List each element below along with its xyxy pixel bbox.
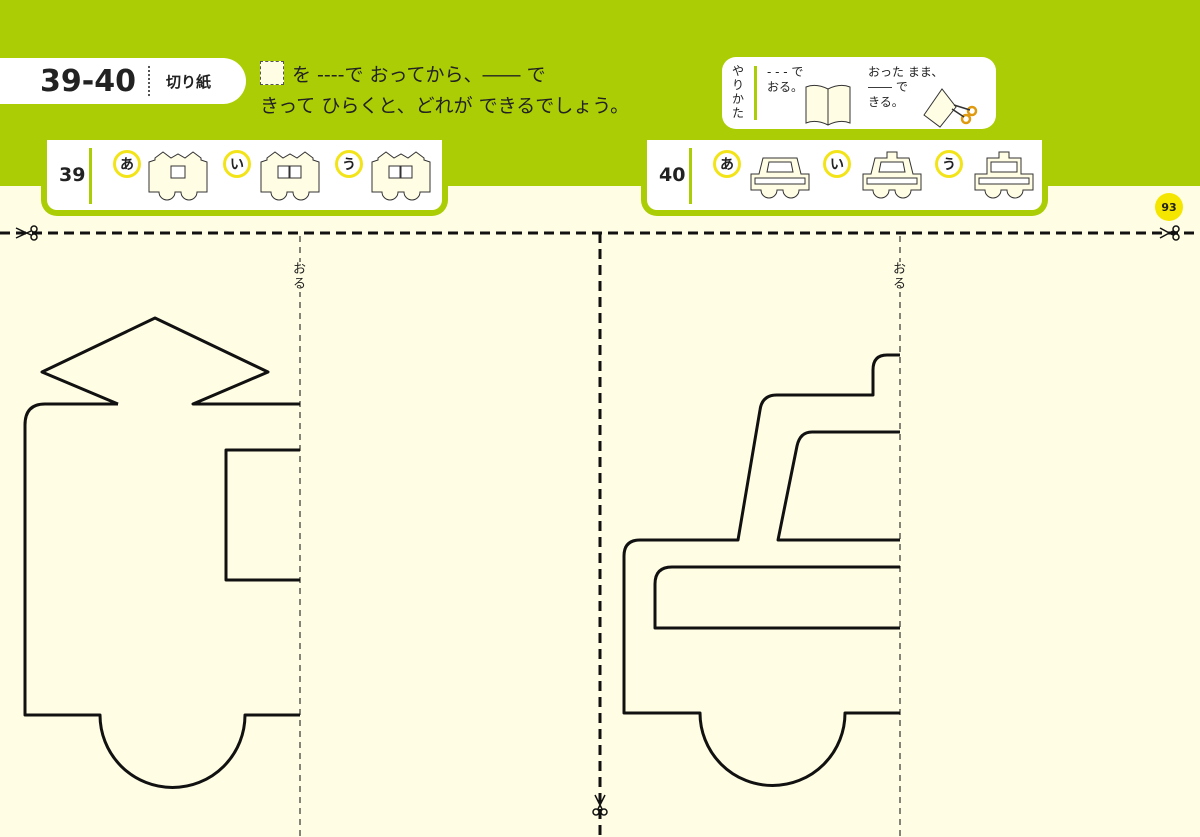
question-number: 40: [659, 164, 686, 186]
page-number: 93: [1155, 193, 1183, 221]
option-u[interactable]: う: [935, 150, 963, 178]
folded-paper-icon: [805, 84, 851, 126]
divider: [689, 148, 692, 204]
car-option-i-icon: [862, 151, 922, 199]
question-40-options: 40 あ い う: [641, 140, 1048, 216]
divider: [89, 148, 92, 204]
car-option-a-icon: [750, 157, 810, 199]
step2-text-2: ―― で: [868, 80, 908, 94]
folded-square-icon: [260, 61, 284, 85]
step1-text: - - - で: [767, 65, 804, 79]
option-a[interactable]: あ: [713, 150, 741, 178]
step2-text-3: きる。: [868, 95, 904, 109]
category-label: 切り紙: [166, 72, 212, 91]
option-a[interactable]: あ: [113, 150, 141, 178]
how-to-label: やりかた: [732, 64, 745, 120]
instruction-line-2: きって ひらくと、どれが できるでしょう。: [260, 95, 630, 117]
step2-text: おった まま、: [868, 65, 944, 79]
train-option-u-icon: [371, 151, 431, 201]
option-u[interactable]: う: [335, 150, 363, 178]
scissors-icon: [1159, 225, 1180, 241]
option-i[interactable]: い: [823, 150, 851, 178]
question-number: 39: [59, 164, 86, 186]
title-pill: 39-40 切り紙: [0, 58, 246, 104]
train-option-a-icon: [148, 151, 208, 201]
divider: [148, 66, 150, 96]
train-half-outline: [23, 316, 300, 789]
how-to-box: やりかた - - - で おる。 おった まま、 ―― で きる。: [722, 57, 996, 129]
instruction: を ----で おってから、―― で きって ひらくと、どれが できるでしょう。: [260, 60, 629, 122]
divider: [754, 66, 757, 120]
fold-label-39: おる: [293, 262, 307, 292]
cutting-scissors-icon: [923, 88, 978, 128]
car-option-u-icon: [974, 151, 1034, 199]
question-39-options: 39 あ い う: [41, 140, 448, 216]
scissors-icon: [15, 225, 38, 241]
option-i[interactable]: い: [223, 150, 251, 178]
scissors-icon: [592, 794, 608, 816]
fold-label-40: おる: [893, 262, 907, 292]
train-option-i-icon: [260, 151, 320, 201]
car-half-outline: [622, 353, 900, 787]
instruction-line-1: を ----で おってから、―― で: [292, 64, 546, 86]
step1-text-2: おる。: [767, 80, 804, 94]
problem-number: 39-40: [40, 63, 136, 99]
